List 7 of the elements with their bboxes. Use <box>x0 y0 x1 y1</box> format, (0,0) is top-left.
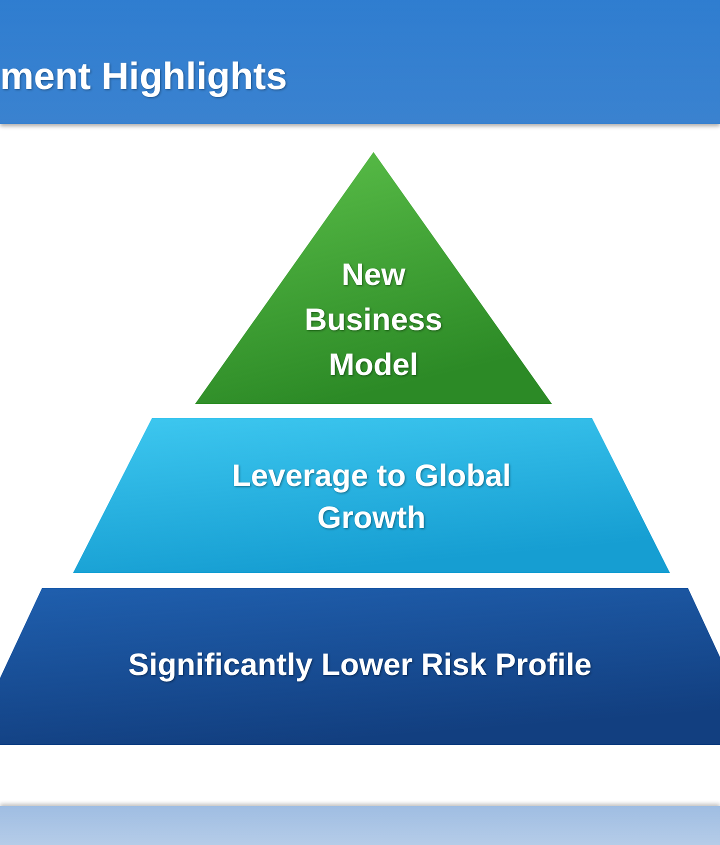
tier-label: New Business Model <box>304 256 444 384</box>
pyramid-tier <box>0 588 720 745</box>
tier-label: Leverage to Global Growth <box>230 457 512 537</box>
pyramid-tier <box>73 418 670 573</box>
tier-label: Significantly Lower Risk Profile <box>128 646 592 684</box>
pyramid-tier <box>195 152 552 404</box>
slide-title: ment Highlights <box>0 55 288 100</box>
